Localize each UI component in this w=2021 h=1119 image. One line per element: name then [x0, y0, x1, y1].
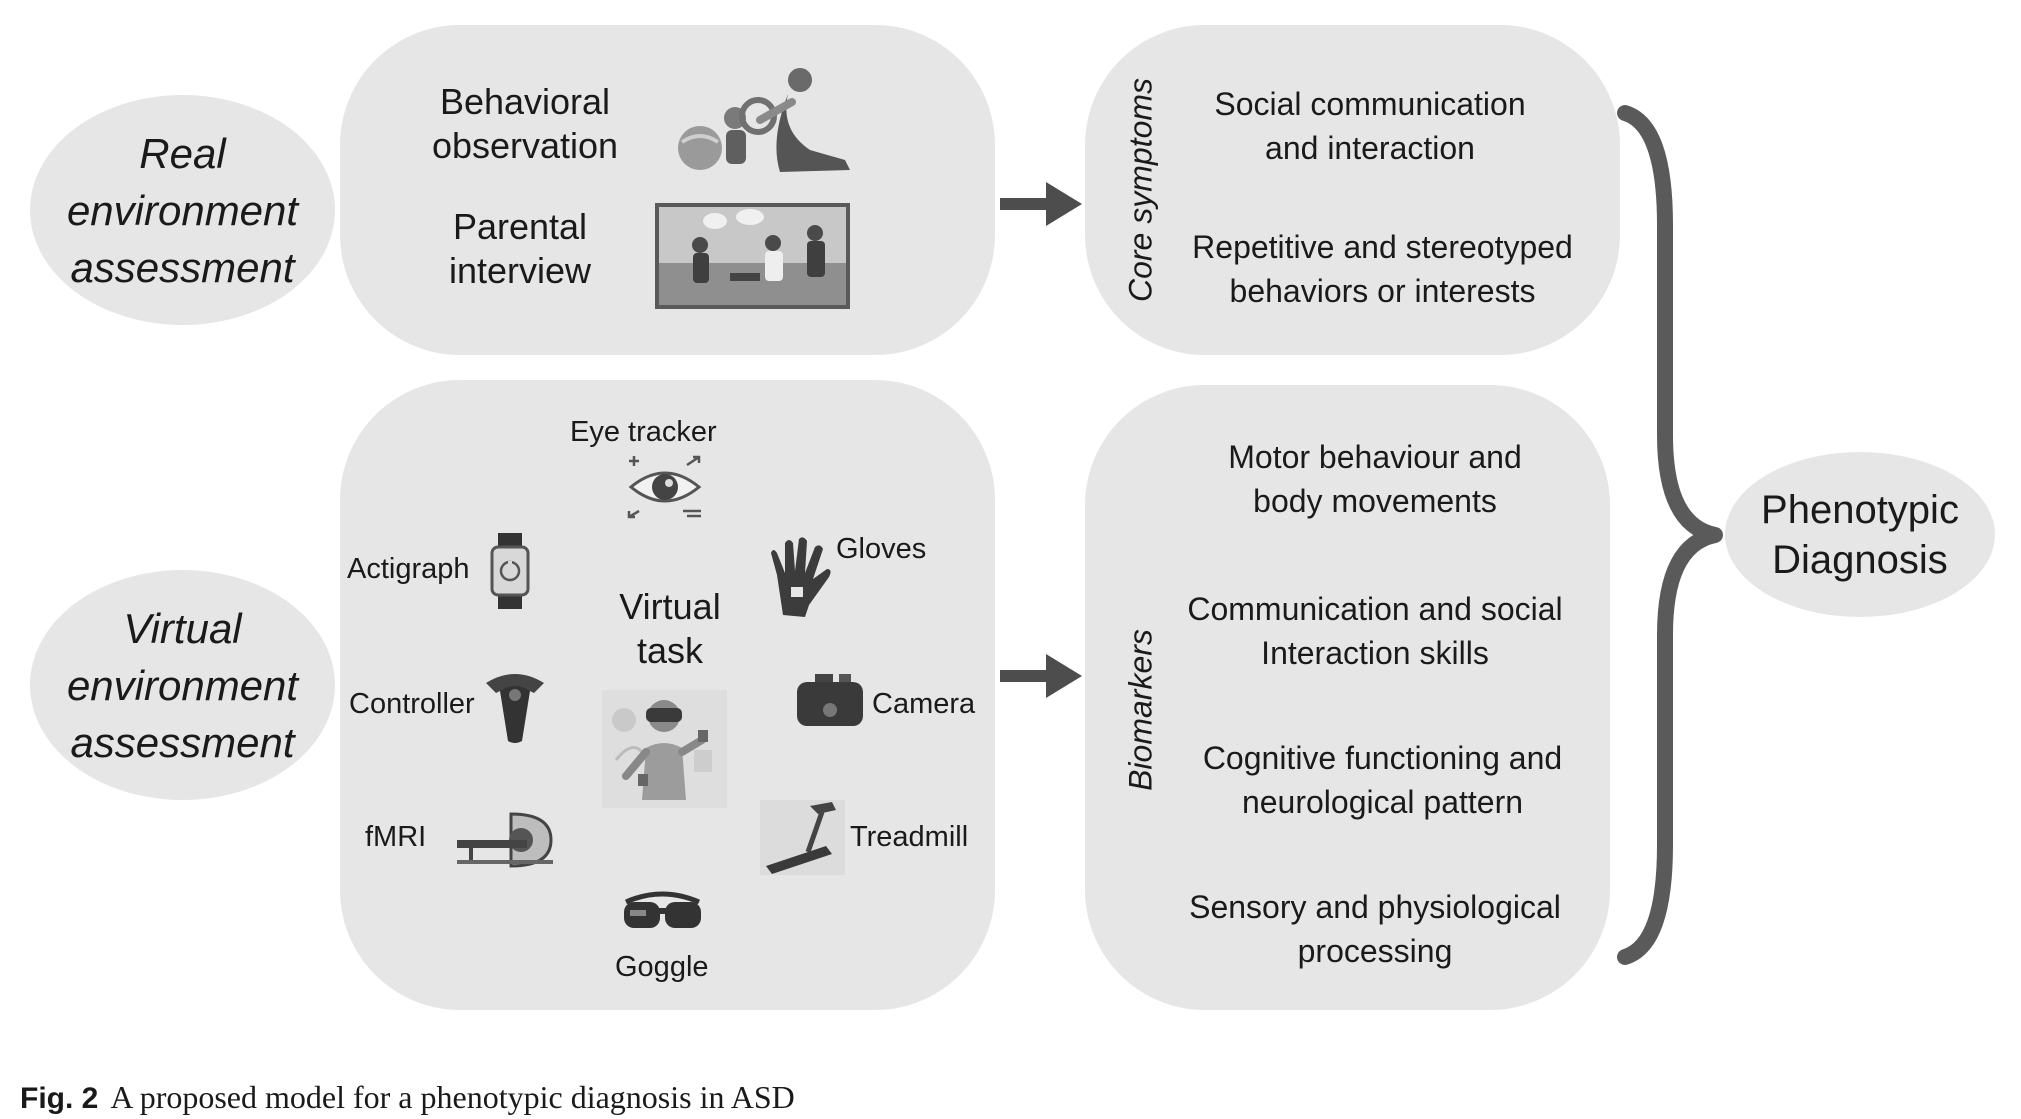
- camera-label: Camera: [872, 688, 976, 720]
- parental-interview-label: Parental interview: [448, 206, 592, 291]
- goggle-label: Goggle: [615, 951, 709, 983]
- figure-caption-text: A proposed model for a phenotypic diagno…: [110, 1079, 795, 1115]
- core-symptoms-label: Core symptoms: [1122, 77, 1159, 303]
- biomarkers-label: Biomarkers: [1122, 629, 1159, 791]
- actigraph-label: Actigraph: [347, 553, 470, 585]
- core-symptom-social-communication: Social communication and interaction: [1214, 86, 1526, 166]
- phenotypic-diagnosis-oval: Phenotypic Diagnosis: [1725, 452, 1995, 617]
- virtual-task-panel: Eye tracker Gloves Actigraph Virtual tas…: [340, 380, 995, 1010]
- arrow-virtual-to-biomarkers: [1000, 654, 1082, 698]
- figure-label: Fig. 2: [20, 1082, 99, 1115]
- gloves-label: Gloves: [836, 533, 927, 565]
- biomarker-sensory-physiological: Sensory and physiological processing: [1189, 889, 1561, 969]
- eye-tracker-icon: [627, 455, 702, 519]
- virtual-task-title: Virtual task: [619, 586, 721, 671]
- actigraph-icon: [490, 533, 530, 609]
- biomarker-motor-behaviour: Motor behaviour and body movements: [1228, 439, 1522, 519]
- phenotypic-diagnosis-label: Phenotypic Diagnosis: [1761, 487, 1959, 582]
- eye-tracker-label: Eye tracker: [570, 416, 717, 448]
- camera-icon: [797, 674, 863, 726]
- core-symptom-repetitive-behaviors: Repetitive and stereotyped behaviors or …: [1192, 229, 1573, 309]
- biomarker-communication-social: Communication and social Interaction ski…: [1187, 591, 1563, 671]
- real-environment-label: Real environment assessment: [66, 129, 299, 291]
- virtual-environment-oval: Virtual environment assessment: [30, 570, 335, 800]
- core-symptoms-panel: Core symptoms Social communication and i…: [1085, 25, 1620, 355]
- virtual-reality-user-illustration: [602, 690, 727, 808]
- treadmill-icon: [760, 800, 845, 875]
- behavioral-observation-label: Behavioral observation: [431, 81, 619, 166]
- real-methods-panel: Behavioral observation Parental intervie…: [340, 25, 995, 355]
- treadmill-label: Treadmill: [850, 821, 969, 853]
- behavioral-observation-illustration: [660, 60, 860, 180]
- arrow-real-to-core: [1000, 182, 1082, 226]
- fmri-label: fMRI: [365, 821, 427, 853]
- real-environment-oval: Real environment assessment: [30, 95, 335, 325]
- controller-label: Controller: [349, 688, 475, 720]
- parental-interview-illustration: [655, 203, 850, 309]
- figure-caption: Fig. 2 A proposed model for a phenotypic …: [20, 1079, 795, 1116]
- biomarkers-panel: Biomarkers Motor behaviour and body move…: [1085, 385, 1610, 1010]
- curly-brace: [1617, 105, 1723, 965]
- virtual-environment-label: Virtual environment assessment: [66, 604, 299, 766]
- goggle-icon: [624, 891, 701, 928]
- fmri-icon: [457, 812, 553, 868]
- gloves-icon: [771, 537, 831, 617]
- controller-icon: [486, 674, 544, 743]
- biomarker-cognitive-functioning: Cognitive functioning and neurological p…: [1202, 740, 1563, 820]
